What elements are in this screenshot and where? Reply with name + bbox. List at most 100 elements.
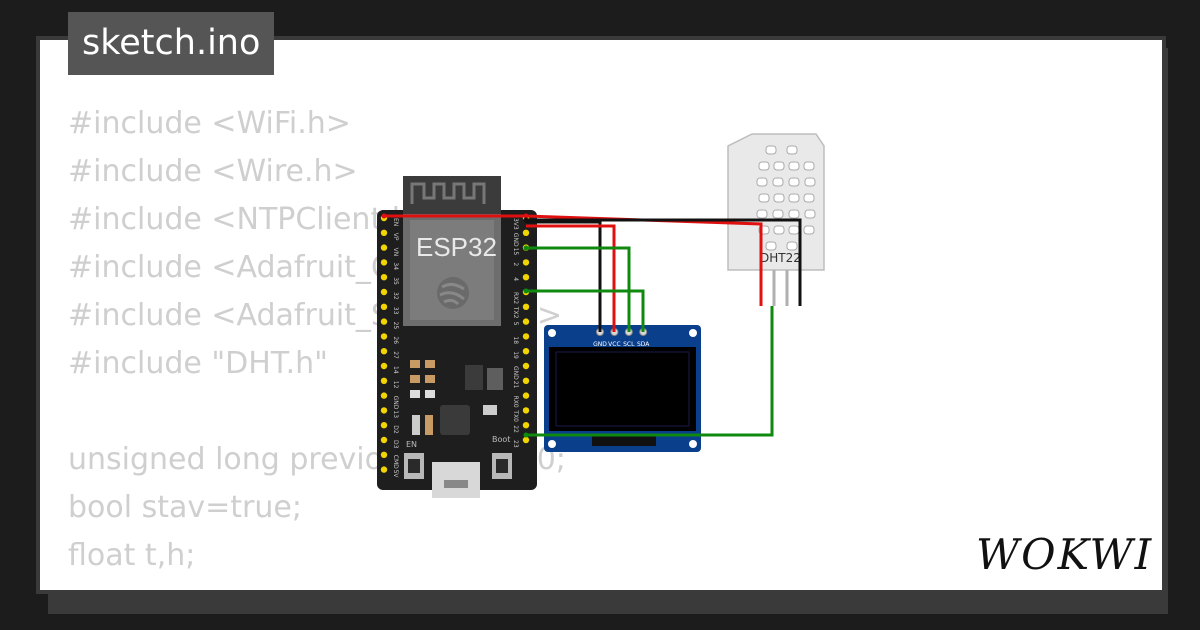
esp32-pin-label: 5V: [392, 470, 399, 479]
dht-vent: [756, 177, 768, 187]
esp32-pin-vn[interactable]: [380, 244, 388, 251]
esp32-pin-35[interactable]: [380, 274, 388, 281]
dht-vent: [756, 209, 768, 219]
wire-sda-to-oled: [526, 289, 645, 332]
esp32-pin-cmd[interactable]: [380, 451, 388, 458]
esp32-pin-5v[interactable]: [380, 466, 388, 473]
wire-endpoint: [381, 213, 387, 219]
esp32-pin-13[interactable]: [380, 407, 388, 414]
dht-vent: [788, 161, 800, 171]
dht-vent: [773, 161, 785, 171]
dht-vent: [773, 225, 785, 235]
esp32-pin-label: 19: [512, 351, 519, 359]
esp32-pin-gnd[interactable]: [522, 362, 530, 370]
esp32-pin-21[interactable]: [522, 377, 530, 384]
antenna-icon: [410, 182, 486, 204]
dht-vent: [788, 225, 800, 235]
esp32-pin-label: 32: [392, 292, 399, 300]
canvas-area: #include <WiFi.h>#include <Wire.h>#inclu…: [40, 40, 1162, 590]
dht-vent: [765, 241, 777, 251]
esp32-pin-label: 27: [392, 351, 399, 359]
esp32-pin-label: VN: [392, 248, 399, 257]
esp32-pin-25[interactable]: [380, 318, 388, 325]
esp32-pin-label: D3: [392, 440, 399, 449]
dht-vent: [788, 177, 800, 187]
esp32-pin-2[interactable]: [522, 259, 530, 266]
esp32-pin-label: GND: [512, 366, 519, 380]
dht-vent: [803, 225, 815, 235]
esp32-label: ESP32: [416, 232, 497, 262]
esp32-pin-label: 4: [512, 277, 519, 281]
esp32-pin-label: D2: [392, 425, 399, 434]
esp32-pin-14[interactable]: [380, 362, 388, 370]
filename-tab[interactable]: sketch.ino: [68, 12, 275, 75]
wire-scl-to-oled: [526, 246, 631, 332]
esp32-pin-label: 23: [512, 440, 519, 448]
esp32-board[interactable]: ESP32 EN: [377, 176, 537, 498]
espressif-logo-icon: [437, 277, 469, 309]
wire-vcc-to-oled: [526, 224, 616, 332]
esp32-pin-tx2[interactable]: [522, 303, 530, 310]
code-line: #include <WiFi.h>: [68, 106, 351, 141]
boot-button[interactable]: Boot: [492, 435, 512, 479]
esp32-pin-label: 35: [392, 277, 399, 285]
code-line: #include "DHT.h": [68, 346, 328, 381]
esp32-pin-label: 13: [392, 410, 399, 418]
wires: [381, 213, 802, 438]
esp32-pin-5[interactable]: [522, 318, 530, 325]
esp32-pin-label: 2: [512, 262, 519, 266]
esp32-pin-tx0[interactable]: [522, 407, 530, 414]
dht-vent: [758, 193, 770, 203]
wire-data-to-dht: [526, 306, 774, 437]
en-button-label: EN: [406, 440, 417, 449]
esp32-pin-label: 26: [392, 336, 399, 344]
circuit-diagram: ESP32 EN: [377, 133, 825, 498]
wire-endpoint: [523, 245, 529, 251]
dht-vent: [786, 241, 798, 251]
en-button[interactable]: EN: [404, 440, 424, 479]
esp32-pin-label: RX2: [512, 292, 519, 304]
esp32-pin-gnd[interactable]: [380, 392, 388, 399]
esp32-pin-label: 18: [512, 336, 519, 344]
esp32-pin-27[interactable]: [380, 348, 388, 355]
dht-vent: [803, 193, 815, 203]
esp32-pin-32[interactable]: [380, 288, 388, 296]
esp32-pin-19[interactable]: [522, 348, 530, 355]
esp32-pin-4[interactable]: [522, 274, 530, 281]
esp32-pin-d2[interactable]: [380, 422, 388, 429]
dht-vent: [758, 161, 770, 171]
wire-endpoint: [523, 213, 529, 219]
oled-pin-label: SDA: [637, 341, 650, 348]
esp32-pin-26[interactable]: [380, 333, 388, 340]
esp32-pin-vp[interactable]: [380, 229, 388, 236]
esp32-pin-23[interactable]: [522, 436, 530, 444]
oled-pin-label: SCL: [623, 341, 635, 348]
dht-vent: [804, 209, 816, 219]
esp32-pin-label: TX2: [512, 306, 519, 319]
esp32-pin-18[interactable]: [522, 333, 530, 340]
oled-pin-label: VCC: [608, 341, 620, 348]
code-line: float t,h;: [68, 538, 196, 573]
esp32-pin-label: GND: [512, 233, 519, 247]
esp32-pin-label: 15: [512, 248, 519, 256]
esp32-pin-gnd[interactable]: [522, 229, 530, 236]
esp32-pin-33[interactable]: [380, 303, 388, 310]
dht-vent: [772, 209, 784, 219]
esp32-pin-label: 33: [392, 307, 399, 315]
esp32-pin-label: GND: [392, 396, 399, 410]
esp32-pin-22[interactable]: [522, 422, 530, 429]
esp32-pin-label: 21: [512, 381, 519, 389]
esp32-pin-label: CMD: [392, 455, 399, 469]
oled-pin-label: GND: [593, 341, 607, 348]
esp32-pin-label: 14: [392, 366, 399, 374]
esp32-pin-d3[interactable]: [380, 436, 388, 444]
esp32-pin-rx0[interactable]: [522, 392, 530, 399]
esp32-pin-12[interactable]: [380, 377, 388, 384]
esp32-pin-label: EN: [392, 218, 399, 226]
wire-endpoint: [523, 288, 529, 294]
esp32-pin-34[interactable]: [380, 259, 388, 266]
wire-gnd-to-dht: [526, 218, 802, 306]
wokwi-logo[interactable]: WOKWI: [976, 530, 1154, 579]
dht-vent: [773, 193, 785, 203]
